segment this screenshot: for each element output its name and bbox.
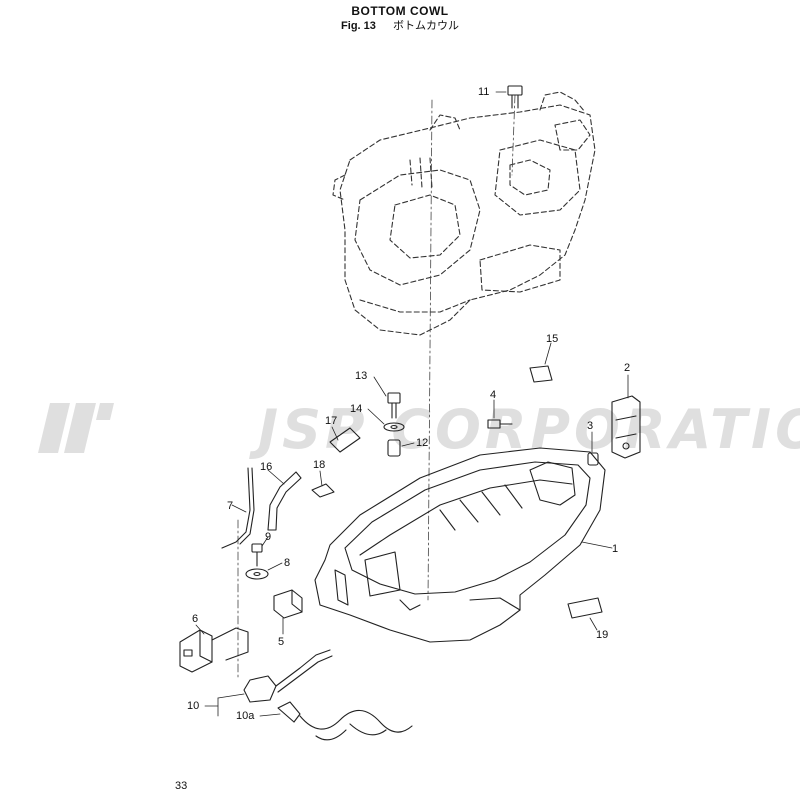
- callout-10: 10: [187, 700, 200, 712]
- page-title: BOTTOM COWL: [351, 4, 449, 18]
- callout-12: 12: [416, 437, 429, 449]
- callout-11: 11: [478, 86, 490, 98]
- bolt-part-9: [251, 543, 263, 567]
- plate-part-17: [329, 427, 361, 453]
- cable-part-7: [221, 467, 255, 549]
- callout-1: 1: [612, 543, 619, 555]
- callout-16: 16: [260, 461, 273, 473]
- figure-caption: Fig. 13 ボトムカウル: [0, 19, 800, 33]
- callout-3: 3: [587, 420, 594, 432]
- callout-18: 18: [313, 459, 326, 471]
- callout-9: 9: [265, 531, 272, 543]
- grommet-part-3: [587, 452, 599, 466]
- bolt-part-4: [487, 419, 513, 429]
- callout-14: 14: [350, 403, 363, 415]
- collar-part-12: [387, 439, 401, 457]
- callout-17: 17: [325, 415, 338, 427]
- callout-10a: 10a: [236, 710, 255, 722]
- bolt-part-11: [507, 85, 523, 109]
- bottom-cowl-part: [314, 447, 606, 643]
- callout-2: 2: [624, 362, 631, 374]
- callout-6: 6: [192, 613, 199, 625]
- grommet-part-5: [273, 589, 303, 619]
- hose-part-16: [267, 471, 302, 531]
- page-number: 33: [175, 780, 188, 792]
- figure-number: Fig. 13: [341, 20, 376, 32]
- callout-19: 19: [596, 629, 609, 641]
- washer-part-8: [245, 568, 269, 580]
- callout-7: 7: [227, 500, 234, 512]
- title-block: BOTTOM COWL Fig. 13 ボトムカウル: [0, 4, 800, 33]
- lanyard-part-10: [243, 649, 413, 741]
- callout-13: 13: [355, 370, 368, 382]
- callout-4: 4: [490, 389, 497, 401]
- bracket-part-2: [611, 395, 641, 459]
- label-plate-part-19: [567, 597, 603, 619]
- engine-block-outline: [332, 91, 596, 336]
- callout-8: 8: [284, 557, 291, 569]
- figure-title-jp: ボトムカウル: [392, 20, 459, 32]
- plate-part-18: [311, 483, 335, 498]
- bolt-part-13: [387, 392, 401, 419]
- callout-15: 15: [546, 333, 559, 345]
- washer-part-14: [383, 422, 405, 432]
- callout-5: 5: [278, 636, 285, 648]
- plate-part-15: [529, 365, 553, 383]
